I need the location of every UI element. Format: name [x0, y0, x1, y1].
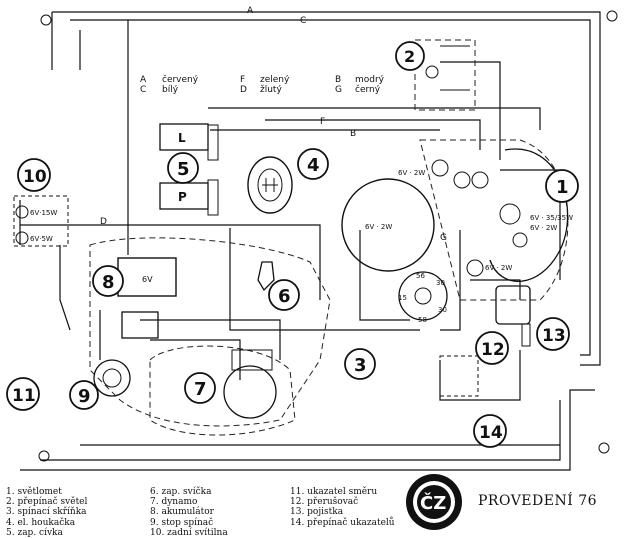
- indicator-bulbs: 6V · 2W 6V · 2W: [398, 159, 512, 277]
- callout-11: 11: [12, 386, 36, 406]
- callout-1: 1: [556, 177, 569, 198]
- color-g-name: černý: [355, 84, 381, 95]
- page-title: PROVEDENÍ 76: [478, 493, 598, 509]
- wire-letter-b: B: [350, 129, 356, 139]
- legend-item: 1. světlomet: [6, 487, 62, 497]
- color-b-name: modrý: [355, 75, 385, 85]
- flasher: [495, 285, 531, 325]
- headlamp-rating: 6V · 35/35W: [530, 214, 573, 222]
- legend-item: 5. zap. cívka: [6, 527, 63, 538]
- speedometer: 6V · 2W: [341, 178, 435, 272]
- legend-item: 3. spínací skříňka: [6, 507, 87, 518]
- callout-7: 7: [194, 379, 207, 400]
- stop-switch: [93, 359, 131, 397]
- legend-item: 2. přepínač světel: [6, 497, 88, 508]
- ign-terminal-30a: 30: [436, 279, 445, 287]
- tail-bottom-rating: 6V·5W: [30, 235, 53, 243]
- cz-logo: ČZ: [406, 474, 462, 530]
- wire-letter-f: F: [320, 117, 325, 127]
- coil-label-p: P: [178, 190, 187, 204]
- legend-item: 10. zadní svítilna: [150, 527, 228, 538]
- color-d: D: [240, 85, 247, 95]
- legend-item: 13. pojistka: [290, 507, 344, 518]
- ign-terminal-58: 58: [418, 316, 427, 324]
- dynamo: [223, 349, 277, 419]
- logo-text: ČZ: [420, 492, 446, 514]
- horn: [247, 156, 293, 214]
- battery: 6V: [117, 257, 177, 297]
- fuse: [521, 323, 531, 347]
- color-b: B: [335, 75, 341, 85]
- regulator: [121, 311, 159, 339]
- headlamp-park-rating: 6V · 2W: [530, 224, 557, 232]
- legend-item: 7. dynamo: [150, 497, 198, 508]
- ign-terminal-30b: 30: [438, 306, 447, 314]
- callout-12: 12: [481, 340, 505, 360]
- callout-13: 13: [542, 326, 566, 346]
- speedo-bulb-rating: 6V · 2W: [365, 223, 392, 231]
- callout-8: 8: [102, 272, 115, 293]
- color-a-name: červený: [162, 74, 199, 85]
- color-g: G: [335, 85, 342, 95]
- callout-6: 6: [278, 286, 291, 307]
- wire-letter-d: D: [100, 217, 107, 227]
- spark-plug: [257, 261, 275, 292]
- legend-item: 9. stop spínač: [150, 517, 214, 528]
- callout-9: 9: [78, 386, 91, 407]
- ign-terminal-56: 56: [416, 272, 425, 280]
- color-c: C: [140, 85, 146, 95]
- harness-outline: [89, 39, 569, 436]
- legend-item: 11. ukazatel směru: [290, 487, 378, 497]
- color-c-name: bílý: [162, 85, 179, 95]
- color-f: F: [240, 75, 245, 85]
- indicator-switch: [439, 355, 479, 397]
- callout-4: 4: [307, 155, 320, 176]
- ignition-coil: L P: [159, 123, 219, 216]
- legend-item: 4. el. houkačka: [6, 517, 76, 528]
- headlamp: 6V · 35/35W 6V · 2W: [489, 148, 573, 283]
- tail-lamp: 6V·15W 6V·5W: [13, 195, 69, 247]
- wire-letter-g: G: [440, 233, 447, 243]
- legend-item: 8. akumulátor: [150, 507, 214, 518]
- ign-terminal-15: 15: [398, 294, 407, 302]
- tail-top-rating: 6V·15W: [30, 209, 57, 217]
- light-switch: [425, 45, 470, 91]
- wire-letter-c: C: [300, 16, 306, 26]
- wire-letter-a: A: [247, 6, 254, 16]
- color-a: A: [140, 75, 147, 85]
- callouts: 1 2 3 4 5 6 7 8 9 10 11 12 13 14: [6, 41, 579, 448]
- indicator-rating-a: 6V · 2W: [398, 169, 425, 177]
- color-d-name: žlutý: [260, 85, 282, 95]
- callout-2: 2: [404, 47, 415, 66]
- legend-item: 6. zap. svíčka: [150, 487, 212, 497]
- color-f-name: zelený: [260, 75, 290, 85]
- battery-rating: 6V: [142, 275, 153, 284]
- wire-letters: A C B F D G: [100, 6, 447, 243]
- ignition-switch: 56 30 30 15 58: [398, 271, 448, 324]
- legend-item: 14. přepínač ukazatelů: [290, 517, 395, 528]
- color-legend: A červený C bílý F zelený D žlutý B modr…: [140, 74, 385, 95]
- coil-label-l: L: [178, 131, 186, 145]
- callout-3: 3: [354, 355, 367, 376]
- turn-indicators: [38, 10, 618, 462]
- callout-10: 10: [23, 167, 47, 187]
- legend-item: 12. přerušovač: [290, 497, 359, 508]
- indicator-rating-b: 6V · 2W: [485, 264, 512, 272]
- callout-14: 14: [479, 423, 503, 443]
- callout-5: 5: [177, 159, 190, 180]
